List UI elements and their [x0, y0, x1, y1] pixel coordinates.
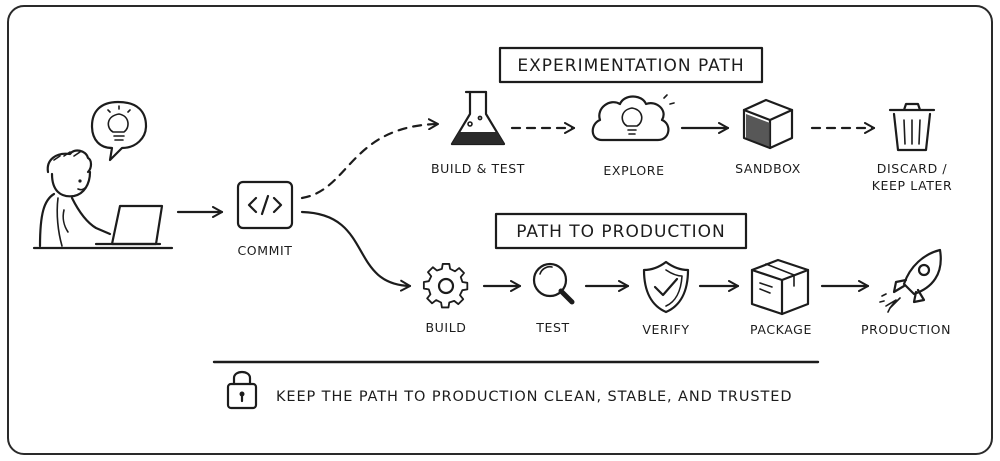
step-production-label: PRODUCTION: [861, 322, 951, 337]
lightbulb-cloud-icon: [591, 94, 675, 142]
developer-laptop-icon: [32, 149, 174, 250]
padlock-icon: [226, 370, 258, 410]
gear-icon: [422, 263, 469, 309]
code-icon: [236, 180, 294, 230]
step-explore-label: EXPLORE: [603, 163, 664, 178]
rocket-icon: [879, 248, 942, 313]
step-discard-label-line1: DISCARD /: [877, 161, 948, 176]
flask-icon: [450, 90, 506, 146]
step-package-label: PACKAGE: [750, 322, 812, 337]
production-header-box: [494, 212, 748, 250]
step-sandbox-label: SANDBOX: [735, 161, 801, 176]
box-icon: [742, 98, 794, 150]
step-test-label: TEST: [535, 320, 570, 335]
step-verify-label: VERIFY: [642, 322, 689, 337]
step-build-label: BUILD: [425, 320, 466, 335]
lightbulb-bubble-icon: [90, 100, 148, 162]
experimentation-header: EXPERIMENTATION PATH: [517, 56, 744, 76]
commit-label: COMMIT: [237, 243, 292, 258]
magnifier-icon: [532, 262, 575, 305]
footer-message: KEEP THE PATH TO PRODUCTION CLEAN, STABL…: [276, 389, 792, 405]
arrow-commit-to-experimentation: [300, 118, 440, 200]
experimentation-header-box: [498, 46, 764, 84]
package-icon: [750, 258, 810, 316]
arrow-commit-to-production: [300, 210, 412, 292]
trash-icon: [888, 102, 936, 152]
shield-check-icon: [642, 260, 690, 314]
step-discard-label-line2: KEEP LATER: [872, 178, 953, 193]
step-build-test-label: BUILD & TEST: [431, 161, 525, 176]
production-header: PATH TO PRODUCTION: [516, 222, 726, 242]
